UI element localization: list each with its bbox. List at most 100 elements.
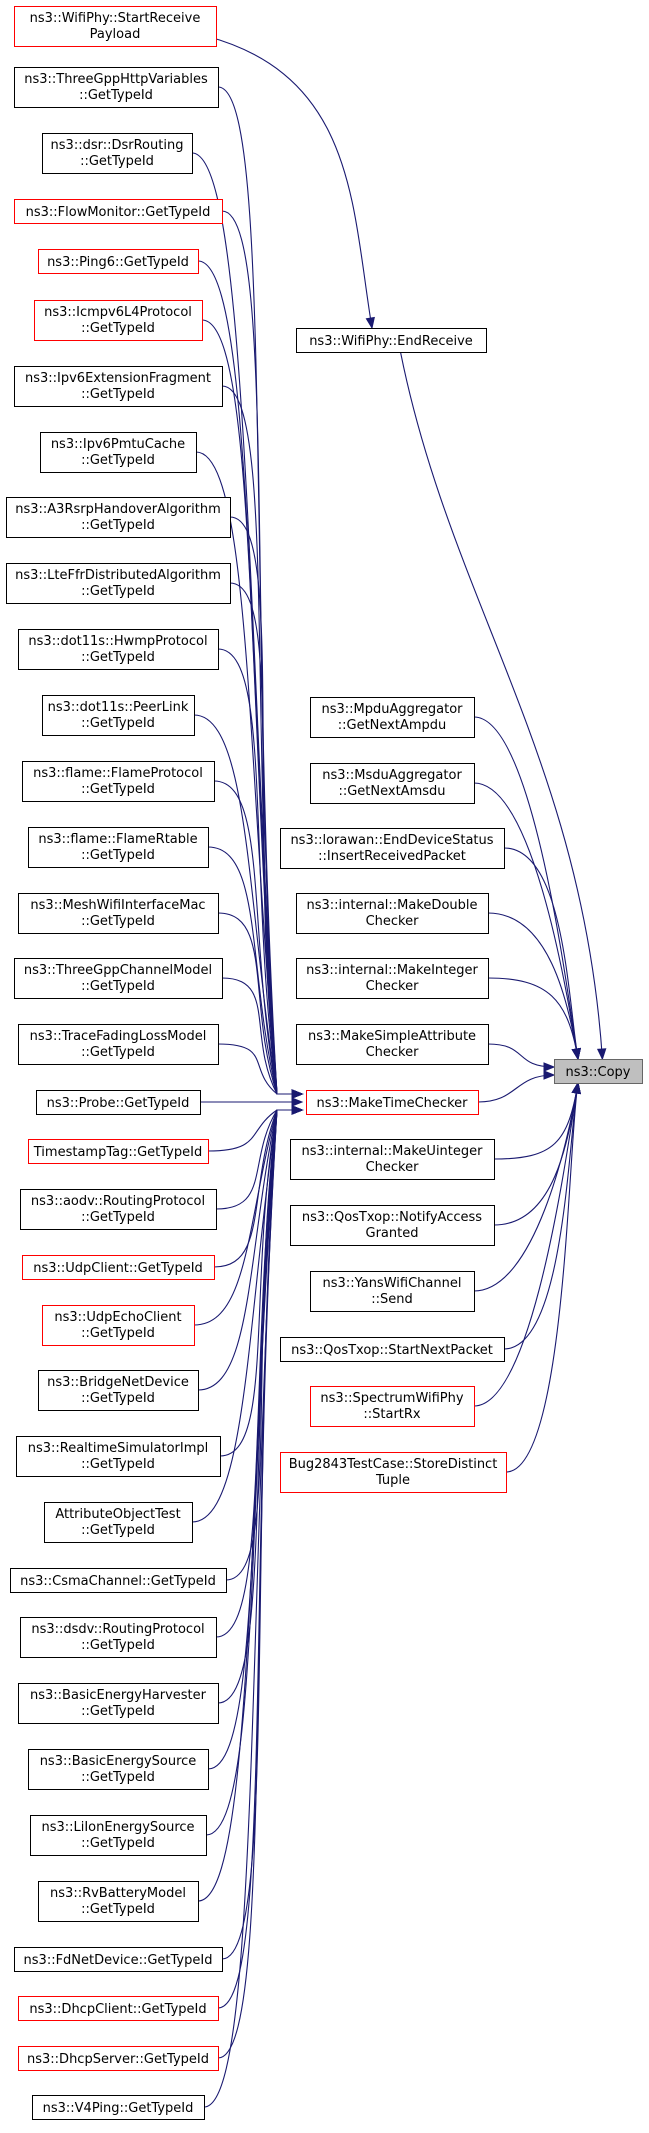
node-flame-protocol[interactable]: ns3::flame::FlameProtocol::GetTypeId xyxy=(22,761,215,802)
node-make-time-checker[interactable]: ns3::MakeTimeChecker xyxy=(306,1090,479,1115)
node-hwmp[interactable]: ns3::dot11s::HwmpProtocol::GetTypeId xyxy=(18,629,219,670)
edge-arrowhead xyxy=(291,1105,304,1115)
node-ipv6-pmtu[interactable]: ns3::Ipv6PmtuCache::GetTypeId xyxy=(40,432,197,473)
node-liion-source[interactable]: ns3::LiIonEnergySource::GetTypeId xyxy=(30,1815,207,1856)
node-a3rsrp[interactable]: ns3::A3RsrpHandoverAlgorithm::GetTypeId xyxy=(6,497,231,538)
node-label-line: Bug2843TestCase::StoreDistinct xyxy=(289,1457,498,1472)
node-label-line: Payload xyxy=(90,27,141,42)
node-label-line: ::GetTypeId xyxy=(81,979,155,994)
node-msdu-agg[interactable]: ns3::MsduAggregator::GetNextAmsdu xyxy=(310,763,475,804)
node-lte-ffr[interactable]: ns3::LteFfrDistributedAlgorithm::GetType… xyxy=(6,563,231,604)
node-basic-harvester[interactable]: ns3::BasicEnergyHarvester::GetTypeId xyxy=(18,1683,219,1724)
edge-basic_source-to-make_time_checker xyxy=(207,1105,304,1770)
node-peer-link[interactable]: ns3::dot11s::PeerLink::GetTypeId xyxy=(42,695,195,736)
node-flame-rtable[interactable]: ns3::flame::FlameRtable::GetTypeId xyxy=(28,827,209,868)
node-label-line: ns3::flame::FlameRtable xyxy=(38,832,197,847)
node-box xyxy=(280,1337,505,1362)
edge-msdu_agg-to-copy xyxy=(473,782,581,1061)
node-dsr-routing[interactable]: ns3::dsr::DsrRouting::GetTypeId xyxy=(42,133,193,174)
node-spectrum-startrx[interactable]: ns3::SpectrumWifiPhy::StartRx xyxy=(310,1386,475,1427)
node-label-line: ::GetTypeId xyxy=(81,782,155,797)
node-dhcp-client[interactable]: ns3::DhcpClient::GetTypeId xyxy=(18,1996,219,2021)
node-label-line: ns3::Ipv6PmtuCache xyxy=(51,437,185,452)
node-end-receive[interactable]: ns3::WifiPhy::EndReceive xyxy=(296,328,487,353)
edge-line xyxy=(197,1109,293,1902)
node-mpdu-agg[interactable]: ns3::MpduAggregator::GetNextAmpdu xyxy=(310,697,475,738)
node-dsdv-routing[interactable]: ns3::dsdv::RoutingProtocol::GetTypeId xyxy=(20,1617,217,1658)
node-box xyxy=(42,1305,195,1346)
node-label-line: ns3::BasicEnergySource xyxy=(40,1754,197,1769)
node-udp-echo-client[interactable]: ns3::UdpEchoClient::GetTypeId xyxy=(42,1305,195,1346)
node-label-line: Checker xyxy=(366,1160,420,1175)
node-trace-fading[interactable]: ns3::TraceFadingLossModel::GetTypeId xyxy=(18,1024,219,1065)
node-label-line: ::InsertReceivedPacket xyxy=(318,849,466,864)
node-box xyxy=(14,958,223,999)
node-realtime-sim[interactable]: ns3::RealtimeSimulatorImpl::GetTypeId xyxy=(16,1436,221,1477)
edge-line xyxy=(213,780,293,1095)
node-label-line: ns3::WifiPhy::StartReceive xyxy=(30,11,201,26)
node-label-line: ns3::QosTxop::StartNextPacket xyxy=(291,1343,493,1358)
edge-arrowhead xyxy=(543,1062,556,1072)
node-probe[interactable]: ns3::Probe::GetTypeId xyxy=(36,1090,201,1115)
node-label-line: ::GetTypeId xyxy=(81,584,155,599)
edge-line xyxy=(221,977,293,1095)
node-timestamp-tag[interactable]: TimestampTag::GetTypeId xyxy=(28,1139,209,1164)
node-udp-client[interactable]: ns3::UdpClient::GetTypeId xyxy=(22,1255,215,1280)
node-aodv-routing[interactable]: ns3::aodv::RoutingProtocol::GetTypeId xyxy=(20,1189,217,1230)
edge-line xyxy=(221,1109,293,1960)
node-label-line: ns3::FlowMonitor::GetTypeId xyxy=(26,205,211,220)
node-flow-monitor[interactable]: ns3::FlowMonitor::GetTypeId xyxy=(14,199,223,224)
node-lorawan-eds[interactable]: ns3::lorawan::EndDeviceStatus::InsertRec… xyxy=(280,828,505,869)
node-ipv6-ext-frag[interactable]: ns3::Ipv6ExtensionFragment::GetTypeId xyxy=(14,366,223,407)
edge-arrowhead xyxy=(291,1097,304,1107)
node-box xyxy=(296,958,489,999)
node-box xyxy=(44,1502,193,1543)
node-label-line: ::GetTypeId xyxy=(81,1704,155,1719)
node-box xyxy=(18,1996,219,2021)
node-label-line: Checker xyxy=(366,979,420,994)
node-box xyxy=(290,1205,495,1246)
node-label-line: ns3::RvBatteryModel xyxy=(50,1886,186,1901)
node-label-line: ns3::Icmpv6L4Protocol xyxy=(44,305,192,320)
edge-arrowhead xyxy=(365,316,375,330)
edge-arrowhead xyxy=(571,1047,581,1061)
node-label-line: ns3::dot11s::PeerLink xyxy=(48,700,189,715)
node-label-line: ::GetTypeId xyxy=(81,848,155,863)
node-qostxop-start[interactable]: ns3::QosTxop::StartNextPacket xyxy=(280,1337,505,1362)
node-box xyxy=(38,1370,199,1411)
node-box xyxy=(18,1683,219,1724)
node-mesh-wifi-mac[interactable]: ns3::MeshWifiInterfaceMac::GetTypeId xyxy=(18,893,219,934)
node-label-line: ns3::LiIonEnergySource xyxy=(41,1820,194,1835)
node-threegpp-http[interactable]: ns3::ThreeGppHttpVariables::GetTypeId xyxy=(14,67,219,108)
node-basic-source[interactable]: ns3::BasicEnergySource::GetTypeId xyxy=(28,1749,209,1790)
edge-threegpp_channel-to-make_time_checker xyxy=(221,977,304,1099)
node-bridge-net[interactable]: ns3::BridgeNetDevice::GetTypeId xyxy=(38,1370,199,1411)
node-yans-send[interactable]: ns3::YansWifiChannel::Send xyxy=(310,1271,475,1312)
node-fd-net-device[interactable]: ns3::FdNetDevice::GetTypeId xyxy=(14,1947,223,1972)
node-csma-channel[interactable]: ns3::CsmaChannel::GetTypeId xyxy=(10,1568,227,1593)
node-box xyxy=(310,763,475,804)
node-dhcp-server[interactable]: ns3::DhcpServer::GetTypeId xyxy=(18,2046,219,2071)
edge-line xyxy=(221,385,293,1095)
node-label-line: ns3::YansWifiChannel xyxy=(323,1276,462,1291)
node-rv-battery[interactable]: ns3::RvBatteryModel::GetTypeId xyxy=(38,1881,199,1922)
edge-mesh_wifi_mac-to-make_time_checker xyxy=(217,912,304,1099)
node-v4ping[interactable]: ns3::V4Ping::GetTypeId xyxy=(32,2095,205,2120)
node-ping6[interactable]: ns3::Ping6::GetTypeId xyxy=(38,249,199,274)
node-attr-obj-test[interactable]: AttributeObjectTest::GetTypeId xyxy=(44,1502,193,1543)
node-label-line: ns3::Probe::GetTypeId xyxy=(47,1096,190,1111)
node-box xyxy=(306,1090,479,1115)
node-threegpp-channel[interactable]: ns3::ThreeGppChannelModel::GetTypeId xyxy=(14,958,223,999)
node-box xyxy=(310,1386,475,1427)
node-icmpv6l4[interactable]: ns3::Icmpv6L4Protocol::GetTypeId xyxy=(34,300,203,341)
edge-line xyxy=(215,1109,293,1638)
node-label-line: ::GetTypeId xyxy=(81,387,155,402)
